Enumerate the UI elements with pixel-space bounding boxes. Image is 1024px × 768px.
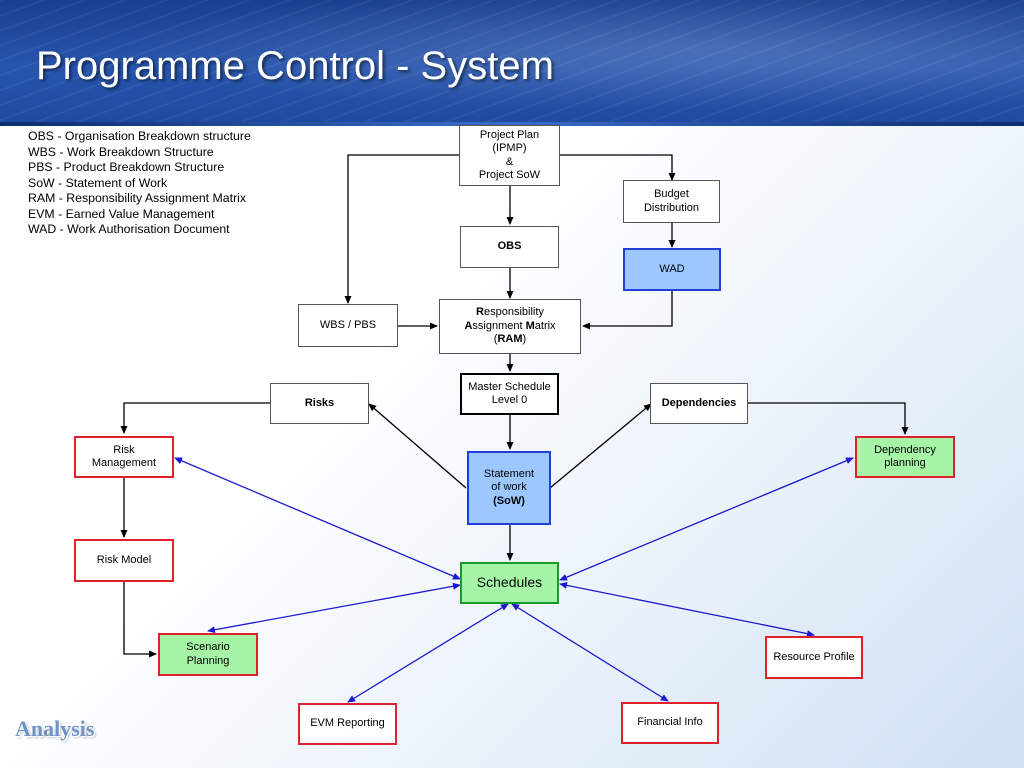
legend-item-ram: RAM - Responsibility Assignment Matrix	[28, 191, 246, 205]
budget-line-1: Budget	[654, 188, 689, 200]
master-schedule-line-2: Level 0	[491, 394, 528, 406]
node-project-plan: Project Plan (IPMP) & Project SoW	[459, 125, 560, 186]
sow-line-1: Statement	[483, 467, 535, 480]
link-schedules-riskmgmt	[174, 457, 461, 580]
arrow-sow-to-dependencies	[549, 403, 652, 489]
ram-line-3: (RAM)	[493, 333, 527, 346]
legend-item-evm: EVM - Earned Value Management	[28, 206, 215, 221]
node-statement-of-work: Statement of work (SoW)	[467, 451, 551, 525]
link-schedules-financial	[511, 603, 669, 702]
legend-item-obs: OBS - Organisation Breakdown structure	[28, 129, 251, 143]
node-evm-reporting: EVM Reporting	[298, 703, 397, 745]
node-risk-model: Risk Model	[74, 539, 174, 582]
node-wbs-pbs: WBS / PBS	[298, 304, 398, 347]
dependency-planning-line-1: Dependency	[874, 443, 936, 456]
node-wad: WAD	[623, 248, 721, 291]
legend-item-wbs: WBS - Work Breakdown Structure	[28, 144, 214, 159]
node-dependency-planning: Dependency planning	[855, 436, 955, 478]
arrow-risks-to-riskmgmt	[120, 402, 270, 434]
project-plan-line-4: Project SoW	[478, 169, 541, 181]
arrow-sow-to-risks	[368, 403, 467, 489]
node-financial-info: Financial Info	[621, 702, 719, 744]
ram-line-1: Responsibility	[476, 306, 544, 319]
legend-item-sow: SoW - Statement of Work	[28, 175, 168, 190]
project-plan-line-3: &	[505, 155, 514, 168]
node-risk-management: Risk Management	[74, 436, 174, 478]
dependency-planning-line-2: planning	[884, 457, 926, 469]
budget-line-2: Distribution	[643, 201, 700, 214]
risk-management-line-1: Risk	[113, 443, 135, 456]
legend-item-wad: WAD - Work Authorisation Document	[28, 222, 230, 236]
link-schedules-resource	[559, 581, 815, 638]
link-schedules-deppl	[559, 457, 854, 581]
analysis-logo: Analysis	[15, 716, 95, 741]
sow-line-3: (SoW)	[493, 494, 525, 507]
legend-item-pbs: PBS - Product Breakdown Structure	[28, 160, 225, 174]
arrow-riskmodel-to-scenario	[123, 582, 157, 658]
master-schedule-line-1: Master Schedule	[468, 380, 551, 393]
scenario-planning-line-1: Scenario	[186, 641, 230, 653]
sow-line-2: of work	[491, 481, 527, 494]
link-schedules-scenario	[207, 582, 461, 634]
node-resource-profile: Resource Profile	[765, 636, 863, 679]
ram-line-2: Assignment Matrix	[464, 319, 556, 332]
node-ram: Responsibility Assignment Matrix (RAM)	[439, 299, 581, 354]
arrow-deps-to-deppl	[748, 402, 909, 435]
arrow-plan-to-wbs	[344, 154, 459, 304]
slide-title: Programme Control - System	[36, 44, 554, 88]
arrow-wad-to-ram	[582, 291, 673, 330]
node-obs: OBS	[460, 226, 559, 268]
node-budget-distribution: Budget Distribution	[623, 180, 720, 223]
abbreviation-legend: OBS - Organisation Breakdown structure W…	[28, 129, 251, 238]
scenario-planning-line-2: Planning	[186, 654, 230, 667]
project-plan-line-1: Project Plan	[479, 128, 540, 141]
node-scenario-planning: Scenario Planning	[158, 633, 258, 676]
node-risks: Risks	[270, 383, 369, 424]
risk-management-line-2: Management	[91, 457, 157, 469]
node-dependencies: Dependencies	[650, 383, 748, 424]
title-banner	[0, 0, 1024, 122]
project-plan-line-2: (IPMP)	[492, 142, 527, 154]
node-schedules: Schedules	[460, 562, 559, 604]
banner-underline	[0, 122, 1024, 126]
link-schedules-evm	[347, 603, 509, 703]
node-master-schedule: Master Schedule Level 0	[460, 373, 559, 415]
arrow-plan-to-budget	[560, 154, 676, 181]
